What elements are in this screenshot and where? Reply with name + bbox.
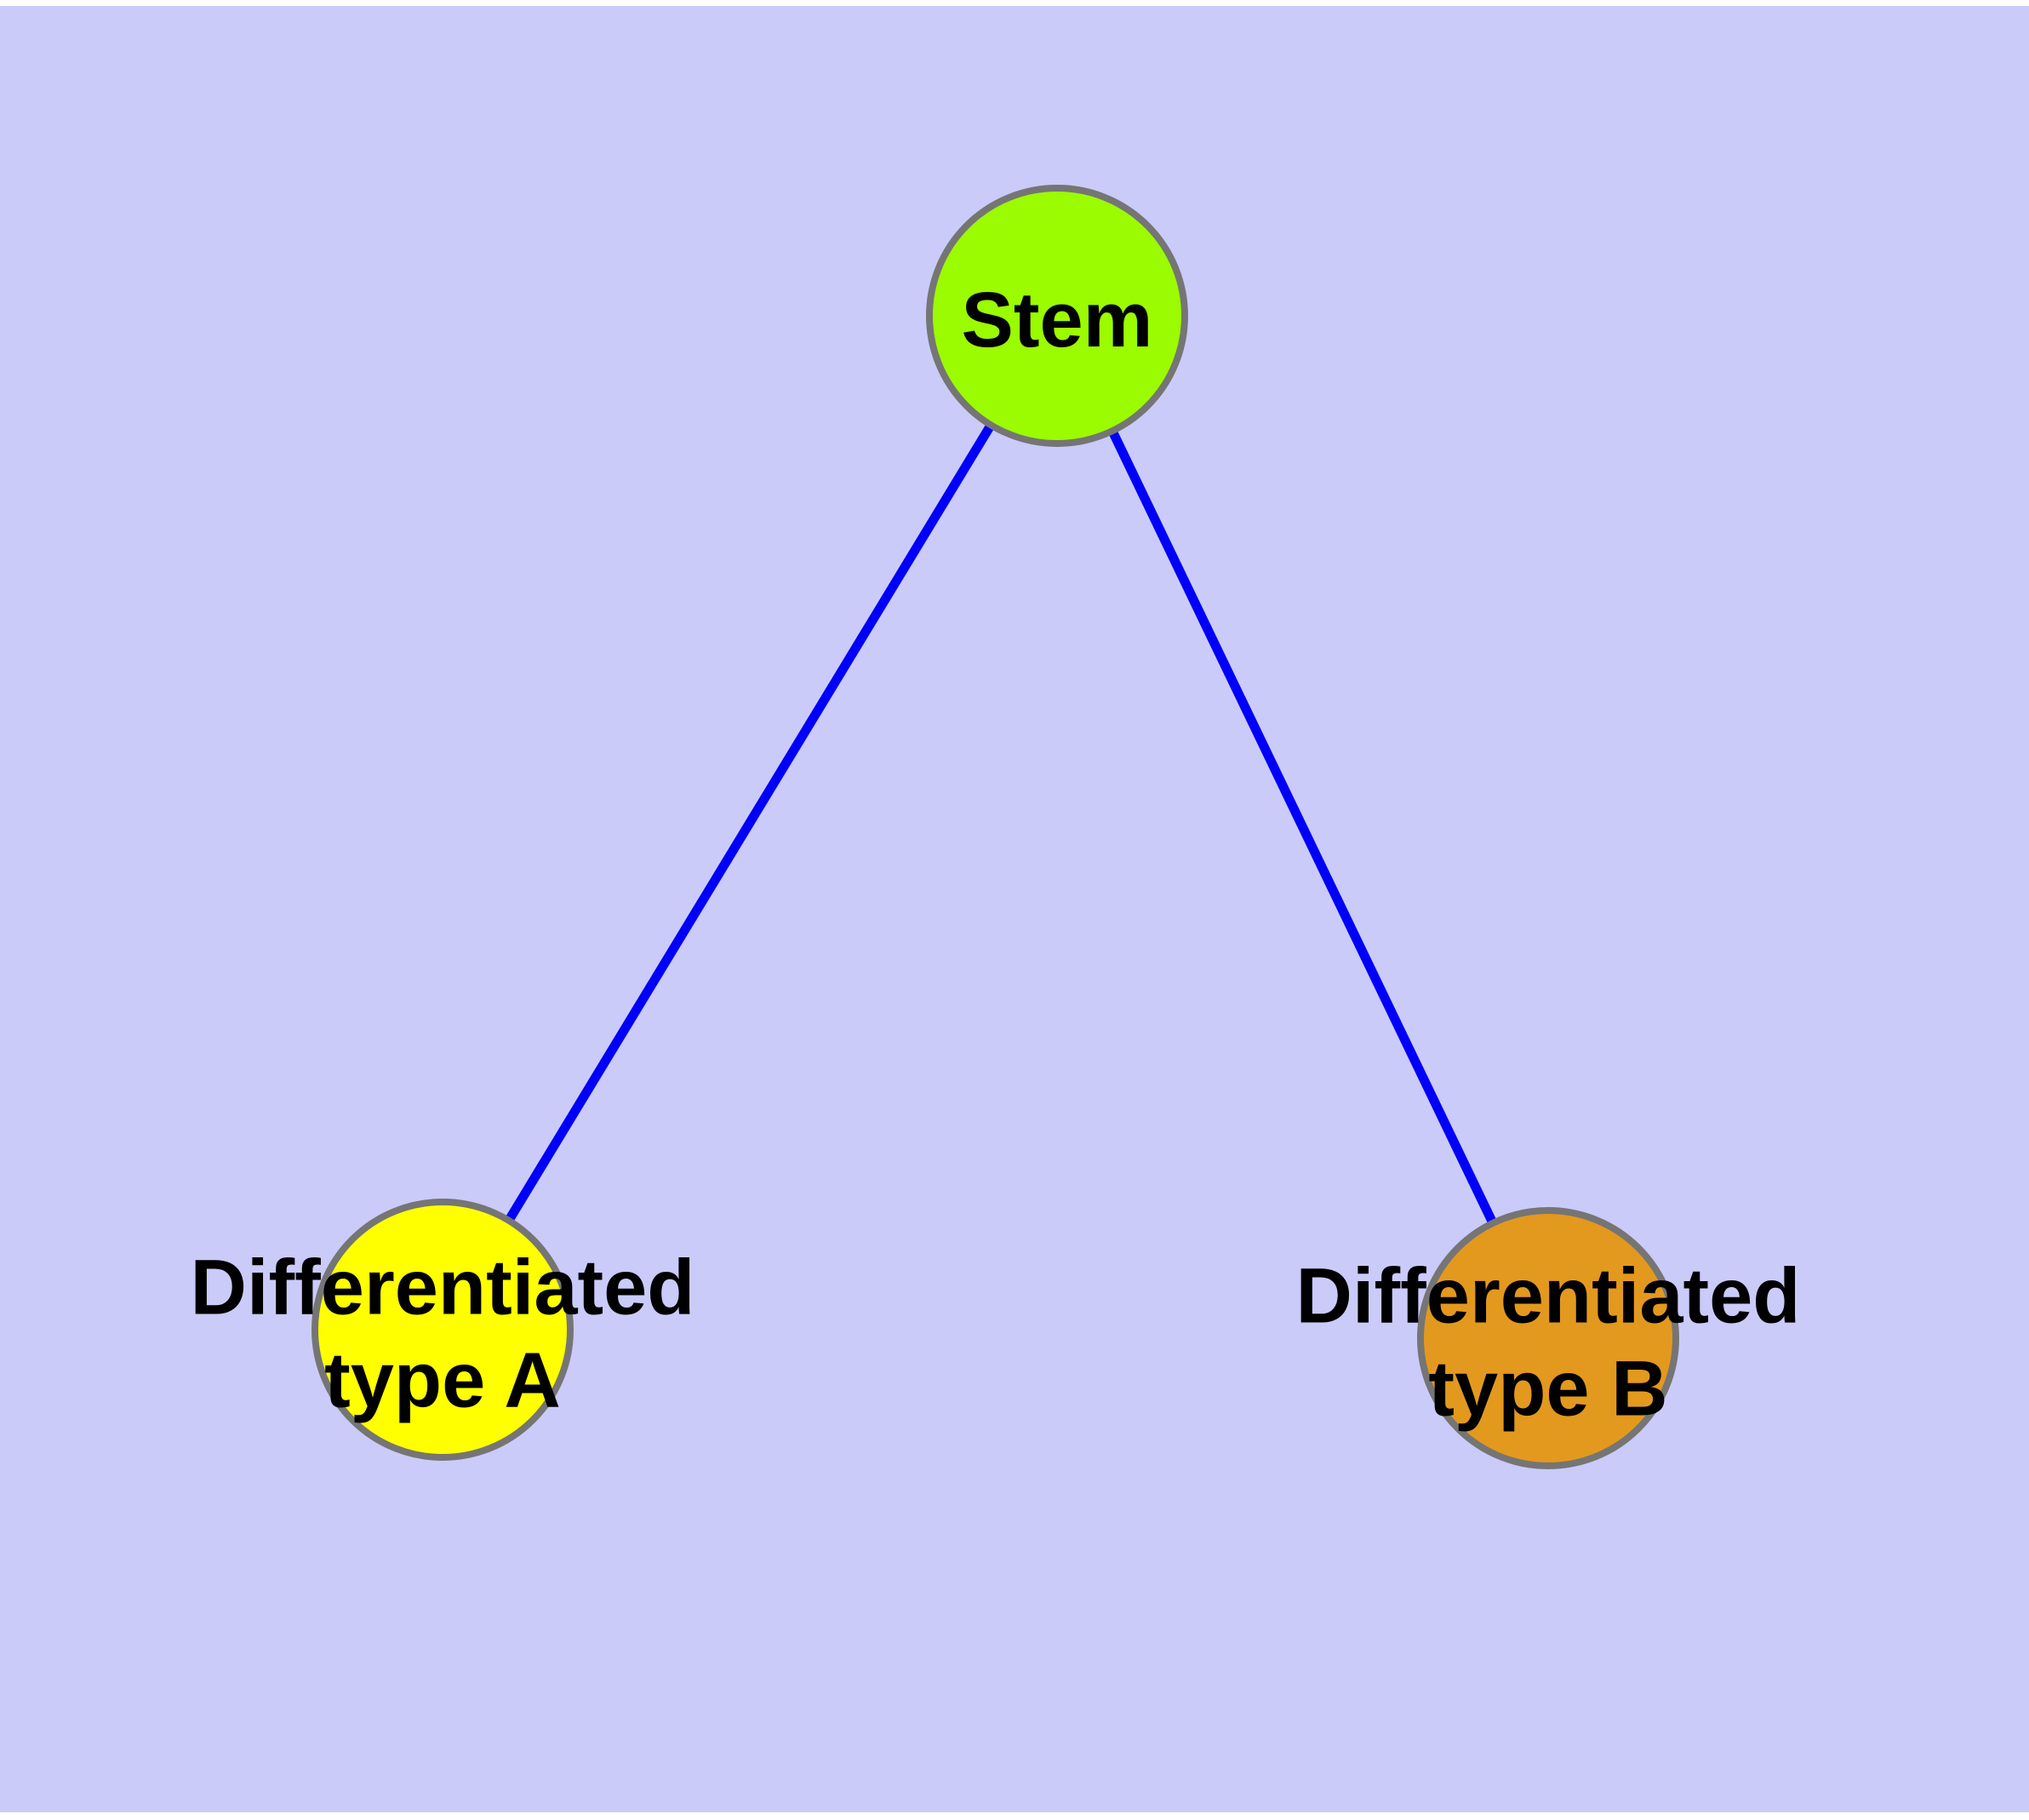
node-diff-b-label-line-2: type B: [1428, 1346, 1667, 1433]
node-diff-a-label-line-1: Differentiated: [191, 1245, 695, 1331]
edge-stem-to-diff-a: [438, 313, 1061, 1332]
node-diff-b-label-line-1: Differentiated: [1296, 1253, 1801, 1340]
node-diff-a-circle: [311, 1199, 574, 1461]
edge-stem-to-diff-b: [1053, 313, 1552, 1341]
node-stem-label: Stem: [962, 277, 1153, 363]
node-stem-label-line-1: Stem: [962, 277, 1153, 363]
node-diff-a-label-line-2: type A: [324, 1337, 561, 1424]
node-diff-b-circle: [1417, 1207, 1679, 1469]
node-stem-circle: [926, 185, 1188, 447]
